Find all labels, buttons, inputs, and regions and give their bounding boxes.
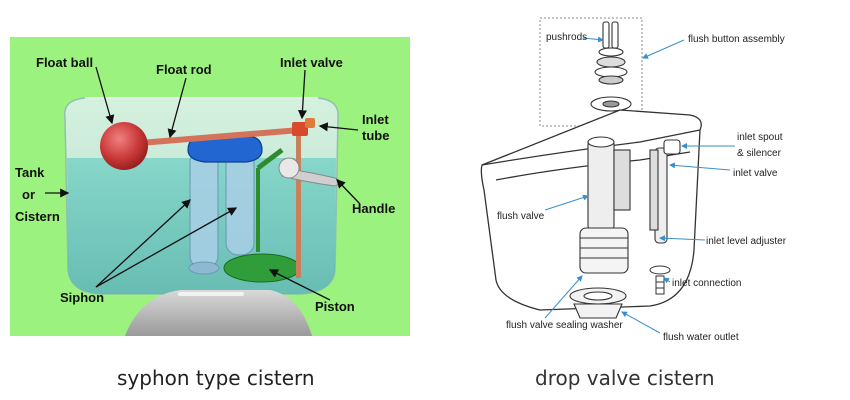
label-tank-2: or	[22, 187, 35, 202]
label-inlet-valve-right: inlet valve	[733, 168, 778, 179]
left-leader-lines	[45, 66, 361, 301]
float-rod	[139, 127, 301, 146]
label-siphon: Siphon	[60, 290, 104, 305]
caption-drop-valve: drop valve cistern	[535, 366, 715, 390]
label-flush-valve: flush valve	[497, 211, 545, 222]
float-ball	[100, 122, 148, 170]
inlet-connection-parts	[649, 265, 671, 295]
label-inlet-level-adjuster: inlet level adjuster	[706, 236, 787, 247]
flush-outlet-parts	[569, 287, 627, 319]
caption-syphon: syphon type cistern	[117, 366, 315, 390]
label-float-rod: Float rod	[156, 62, 212, 77]
right-leader-lines	[544, 36, 735, 334]
label-inlet-spout-2: & silencer	[737, 148, 782, 159]
label-inlet-valve: Inlet valve	[280, 55, 343, 70]
label-inlet-connection: inlet connection	[672, 278, 742, 289]
label-float-ball: Float ball	[36, 55, 93, 70]
label-inlet-spout-1: inlet spout	[737, 132, 783, 143]
flush-button-assembly	[590, 21, 632, 112]
inlet-valve	[292, 118, 315, 136]
label-flush-button-assembly: flush button assembly	[688, 34, 785, 45]
inlet-tube	[296, 128, 301, 278]
flush-valve	[579, 136, 631, 274]
toilet-seat	[125, 290, 312, 336]
handle	[278, 157, 341, 187]
label-pushrods: pushrods	[546, 32, 587, 43]
inlet-valve-assembly	[649, 139, 681, 244]
label-tank-1: Tank	[15, 165, 45, 180]
label-flush-water-outlet: flush water outlet	[663, 332, 739, 343]
label-tank-3: Cistern	[15, 209, 60, 224]
piston	[223, 148, 301, 283]
label-flush-valve-sealing-washer: flush valve sealing washer	[506, 320, 623, 331]
label-handle: Handle	[352, 201, 395, 216]
label-inlet-tube-2: tube	[362, 128, 389, 143]
label-piston: Piston	[315, 299, 355, 314]
label-inlet-tube-1: Inlet	[362, 112, 389, 127]
